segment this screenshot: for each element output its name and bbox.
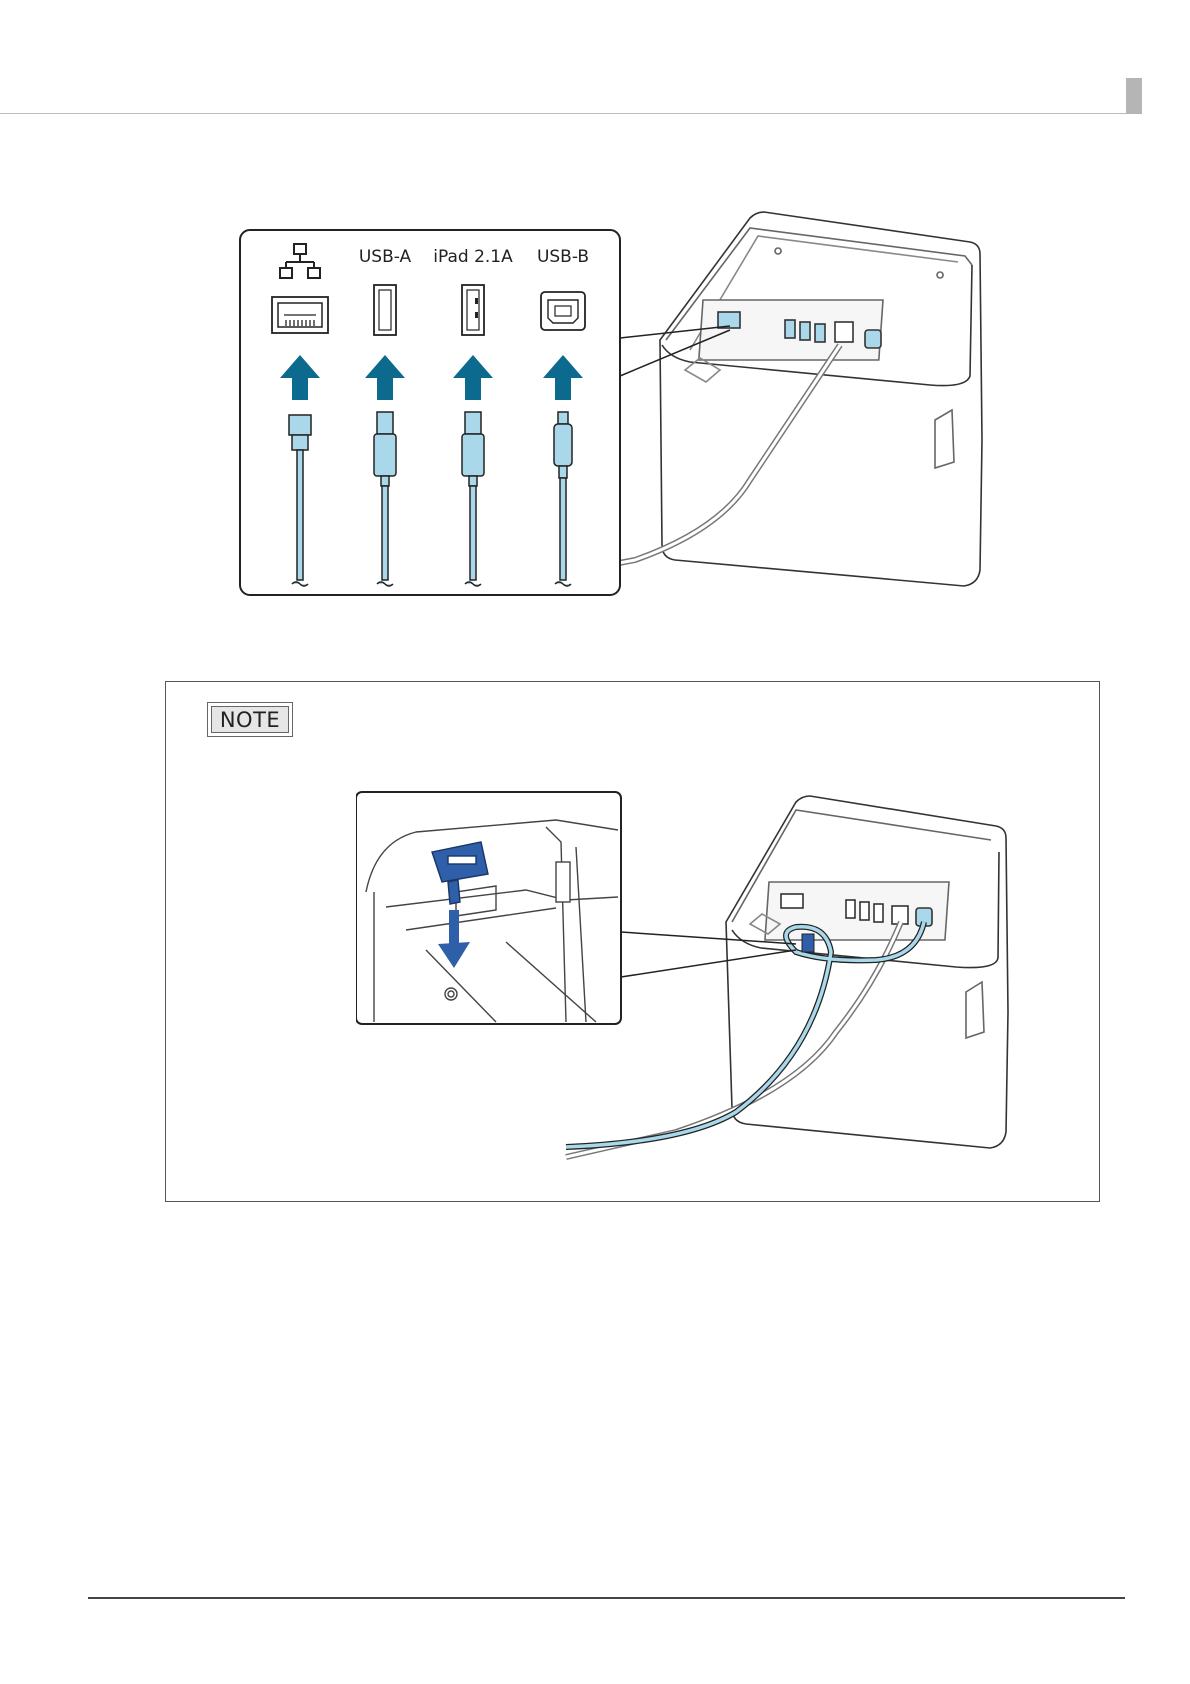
cable-connection-illustration: USB-A iPad 2.1A [230, 200, 1010, 620]
cable-clip-illustration [356, 782, 1056, 1192]
note-badge-label: NOTE [211, 706, 289, 733]
ipad-label: iPad 2.1A [433, 247, 513, 267]
header-tab [1126, 78, 1142, 114]
clip-detail-callout [356, 792, 621, 1024]
ipad-port-icon [462, 285, 484, 335]
header-rule [0, 113, 1142, 114]
printer-illustration [660, 212, 982, 586]
printer-illustration [726, 796, 1008, 1148]
footer-rule [88, 1597, 1125, 1599]
usb-a-port-icon [374, 285, 396, 335]
cable-clip-figure [356, 782, 1056, 1192]
usb-a-label: USB-A [359, 247, 412, 267]
lan-port-icon [272, 297, 328, 333]
note-box: NOTE [165, 681, 1100, 1202]
cable-clip-on-printer [802, 934, 814, 952]
note-badge: NOTE [207, 702, 293, 737]
usb-b-label: USB-B [537, 247, 589, 267]
usb-b-port-icon [541, 292, 585, 330]
cable-connection-figure: USB-A iPad 2.1A [230, 200, 1010, 620]
